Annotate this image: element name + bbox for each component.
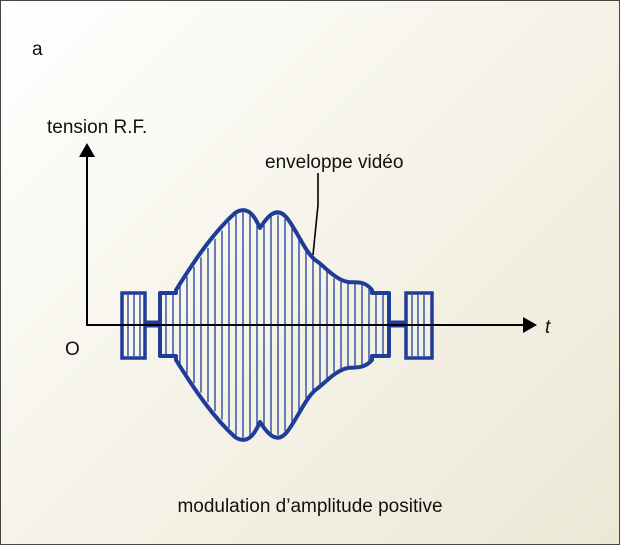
x-axis-arrow — [523, 317, 537, 333]
video-envelope — [158, 208, 391, 442]
y-axis-label: tension R.F. — [47, 117, 147, 138]
x-axis-label: t — [545, 317, 551, 338]
axes — [79, 143, 537, 333]
y-axis-arrow — [79, 143, 95, 157]
origin-label: O — [65, 339, 80, 360]
caption: modulation d’amplitude positive — [177, 496, 442, 517]
envelope-label: enveloppe vidéo — [265, 152, 403, 173]
panel-label: a — [32, 39, 43, 60]
envelope-leader-line — [312, 173, 319, 256]
